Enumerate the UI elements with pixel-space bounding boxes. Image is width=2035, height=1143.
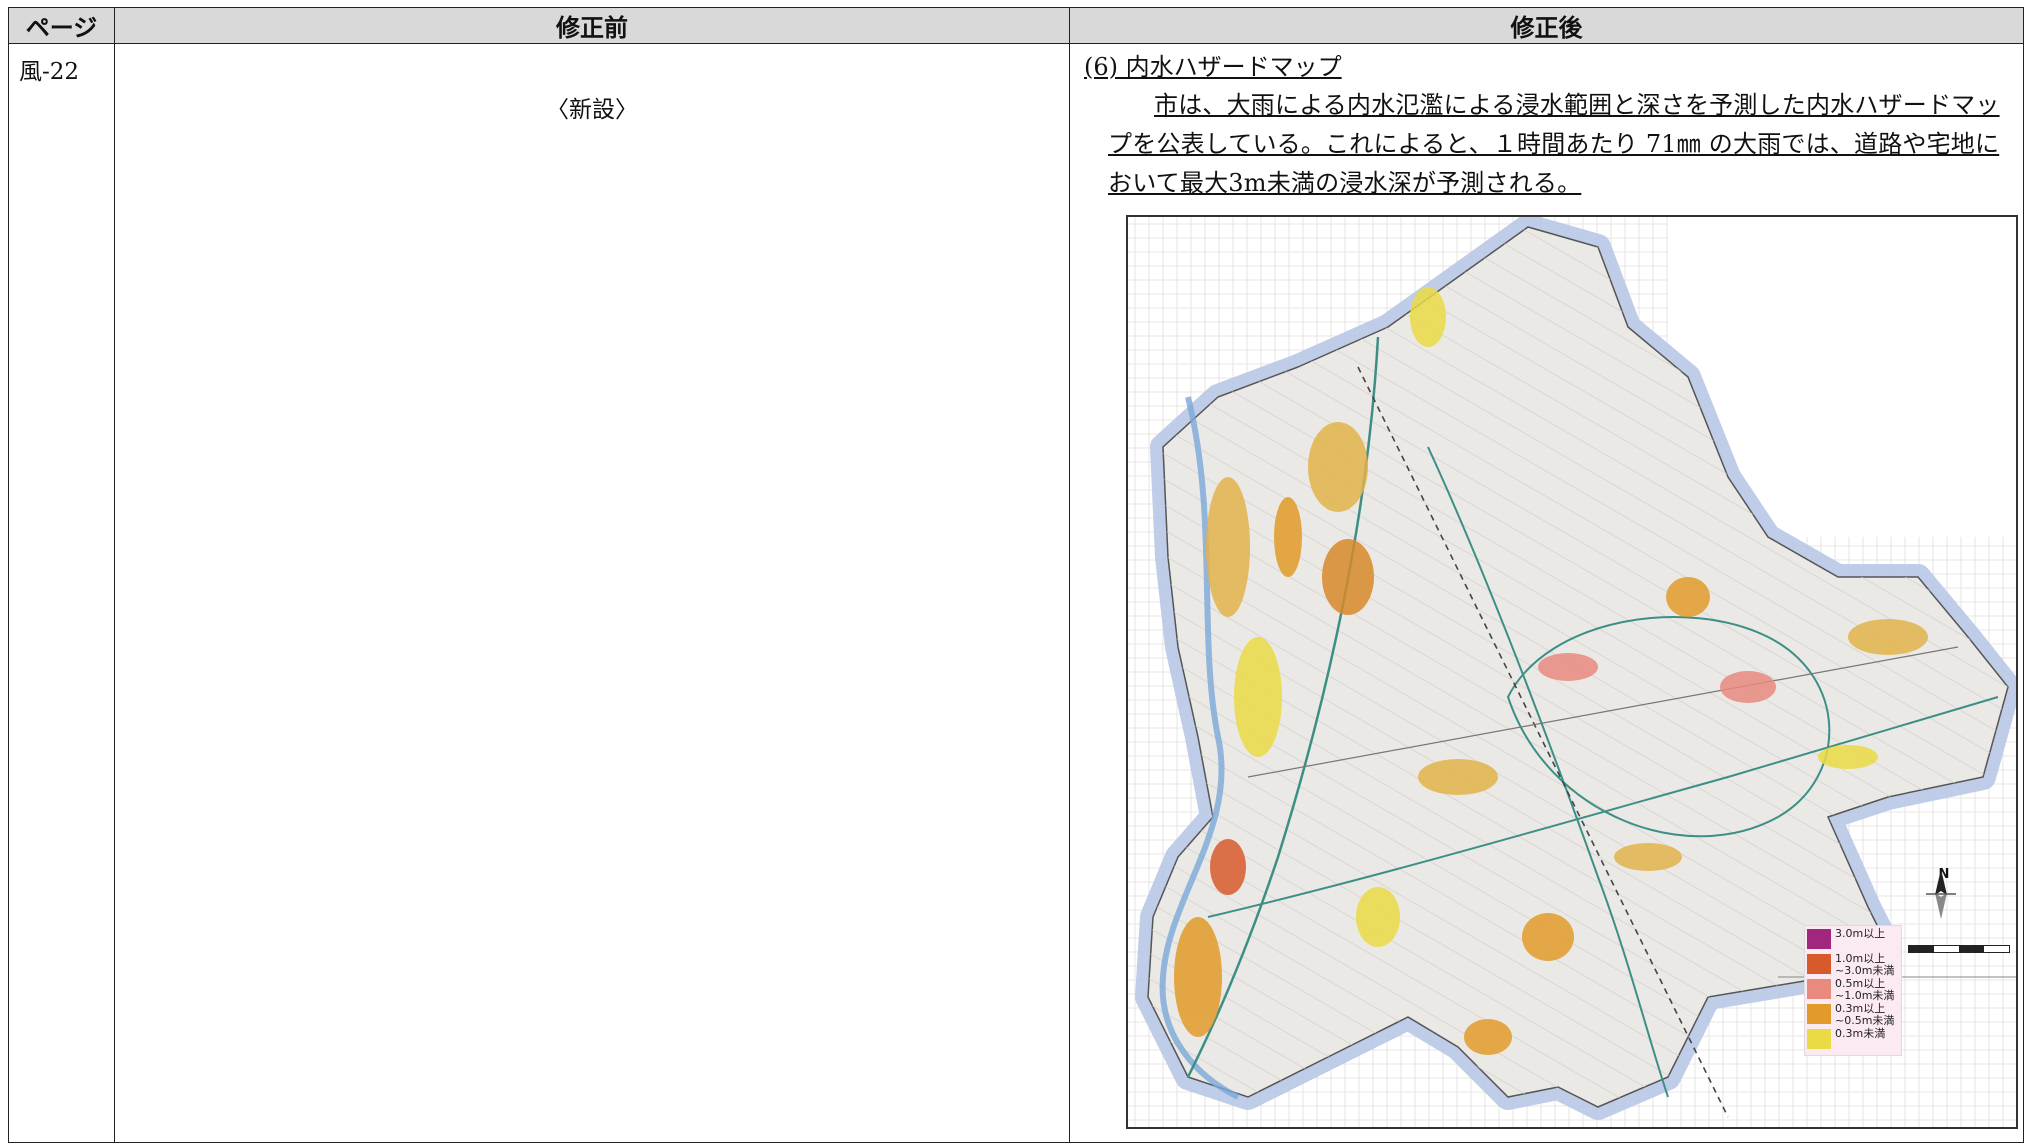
north-label: N <box>1938 867 1950 882</box>
legend-item: 3.0m以上 <box>1805 928 1901 953</box>
header-after: 修正後 <box>1069 7 2024 44</box>
main-road <box>1427 446 1669 1098</box>
ring-road <box>1506 616 1831 838</box>
legend-label: 0.3m未満 <box>1835 1027 1886 1040</box>
section-title: (6) 内水ハザードマップ <box>1084 53 1342 81</box>
legend-item: 0.3m以上~0.5m未満 <box>1805 1003 1901 1028</box>
main-road <box>1207 696 1999 918</box>
legend-swatch <box>1807 1004 1831 1024</box>
header-before: 修正前 <box>114 7 1070 44</box>
scale-bar <box>1908 945 2010 953</box>
legend-item: 0.3m未満 <box>1805 1028 1901 1053</box>
legend-swatch <box>1807 979 1831 999</box>
hazard-map-graphic <box>1128 217 2016 1127</box>
flood-areas <box>1174 287 1928 1055</box>
section-body: 市は、大雨による内水氾濫による浸水範囲と深さを予測した内水ハザードマップを公表し… <box>1108 91 2000 197</box>
compass-icon <box>1926 869 1956 919</box>
header-page: ページ <box>8 7 115 44</box>
table-row: 風-22 〈新設〉 (6) 内水ハザードマップ 市は、大雨による内水氾濫による浸… <box>8 43 2024 1143</box>
legend-swatch <box>1807 929 1831 949</box>
north-indicator: N <box>1926 867 1962 919</box>
legend-item: 1.0m以上~3.0m未満 <box>1805 953 1901 978</box>
legend-item: 0.5m以上~1.0m未満 <box>1805 978 1901 1003</box>
legend-label: 1.0m以上~3.0m未満 <box>1835 952 1895 977</box>
page-number: 風-22 <box>8 43 115 1143</box>
revision-table: ページ 修正前 修正後 風-22 〈新設〉 (6) 内水ハザードマップ 市は、大… <box>8 7 2024 1143</box>
legend-label: 0.3m以上~0.5m未満 <box>1835 1002 1895 1027</box>
after-cell: (6) 内水ハザードマップ 市は、大雨による内水氾濫による浸水範囲と深さを予測し… <box>1069 43 2024 1143</box>
hazard-map: N 3.0m以上 <box>1126 215 2018 1129</box>
legend-label: 0.5m以上~1.0m未満 <box>1835 977 1895 1002</box>
before-cell: 〈新設〉 <box>114 43 1070 1143</box>
legend: 3.0m以上 1.0m以上~3.0m未満 0.5m以上~1.0m未満 <box>1804 925 1902 1056</box>
legend-swatch <box>1807 1029 1831 1049</box>
legend-swatch <box>1807 954 1831 974</box>
new-establishment-note: 〈新設〉 <box>546 97 638 123</box>
railway <box>1357 366 1729 1118</box>
header-row: ページ 修正前 修正後 <box>8 7 2024 44</box>
legend-label: 3.0m以上 <box>1835 927 1886 940</box>
